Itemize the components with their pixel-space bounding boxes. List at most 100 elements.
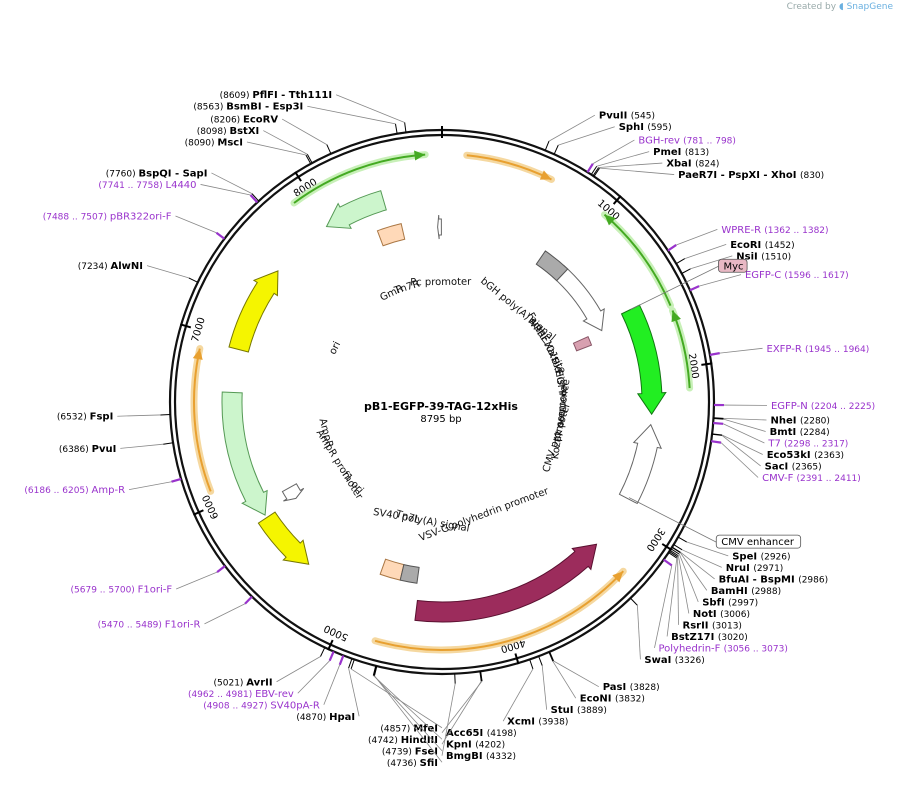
site-leader (636, 605, 641, 660)
scale-tick (514, 653, 520, 665)
site-name: FspI (90, 412, 114, 423)
site-leader (553, 660, 599, 688)
site-label: (7741 .. 7758) L4440 (98, 180, 196, 191)
site-tick (592, 167, 599, 177)
site-label: (4857) MfeI (380, 723, 438, 734)
site-leader (720, 442, 759, 478)
site-label: (8090) MscI (185, 138, 243, 149)
feature-pc-promoter (437, 214, 442, 240)
site-name: Eco53kI (767, 450, 814, 461)
site-coord: (824) (695, 160, 719, 170)
site-tick (529, 659, 534, 670)
site-label: CMV-F (2391 .. 2411) (762, 473, 861, 484)
site-name: F1ori-R (165, 619, 201, 630)
site-tick (394, 123, 398, 134)
site-leader (721, 435, 761, 467)
orf-glow (600, 211, 675, 310)
site-label: XcmI (3938) (507, 717, 568, 728)
site-name: PvuII (599, 111, 631, 122)
site-coord: (5021) (214, 678, 247, 688)
site-tick (306, 154, 313, 164)
site-label: BstZ17I (3020) (671, 632, 748, 643)
site-coord: (8090) (185, 139, 218, 149)
site-name: T7 (767, 438, 784, 449)
site-label: EcoRI (1452) (730, 240, 794, 251)
site-label: SacI (2365) (765, 461, 822, 472)
site-label: (6532) FspI (57, 412, 113, 423)
site-label: KpnI (4202) (446, 740, 505, 751)
site-name: Polyhedrin-F (658, 643, 723, 654)
orf-arc (374, 570, 625, 651)
site-leader (677, 556, 679, 625)
site-label: EcoNI (3832) (580, 694, 645, 705)
site-name: XbaI (666, 159, 695, 170)
site-label: T7 (2298 .. 2317) (767, 438, 848, 449)
site-tick (372, 665, 377, 676)
site-name: EcoRI (730, 240, 765, 251)
orf-arrowhead (612, 571, 624, 583)
site-name: HpaI (329, 712, 355, 723)
feature-wpre (552, 264, 605, 332)
site-label: SbfI (2997) (702, 597, 758, 608)
orf-arc (193, 348, 212, 492)
site-leader (596, 151, 650, 167)
site-leader (348, 668, 360, 717)
site-leader (721, 434, 763, 455)
site-name: EGFP-N (771, 401, 811, 412)
site-tick (712, 433, 723, 436)
scale-tick (327, 639, 334, 651)
site-tick (667, 244, 677, 252)
site-coord: (4857) (380, 724, 413, 734)
site-tick (670, 548, 680, 555)
site-leader (441, 683, 456, 756)
site-name: BGH-rev (638, 136, 683, 147)
site-coord: (2926) (761, 552, 791, 562)
scale-tick (612, 195, 622, 205)
site-tick (326, 144, 332, 154)
site-leader (441, 680, 483, 733)
site-label: (4736) SfiI (387, 758, 438, 769)
site-leader (686, 541, 729, 557)
site-leader (276, 656, 321, 683)
plasmid-size: 8795 bp (420, 414, 461, 425)
site-name: MscI (217, 138, 243, 149)
feature-label: VSV-G polyhedrin promoter (418, 486, 551, 544)
site-label: (5470 .. 5489) F1ori-R (98, 619, 201, 630)
site-tick (338, 655, 345, 666)
site-leader (723, 417, 767, 421)
orf-glow (669, 307, 694, 392)
credit-prefix: Created by (786, 2, 837, 12)
site-leader (719, 347, 763, 354)
site-coord: (830) (800, 171, 824, 181)
feature-ampr (221, 391, 268, 516)
feature-label: EGFP (553, 370, 568, 397)
site-tick (538, 656, 543, 666)
site-name: EcoNI (580, 694, 615, 705)
scale-tick-label: 3000 (644, 526, 667, 553)
site-coord: (3006) (720, 610, 750, 620)
scale-tick-label: 7000 (190, 316, 208, 344)
boxed-label-leader (630, 265, 719, 310)
site-tick (713, 417, 724, 419)
site-label: (4962 .. 4981) EBV-rev (188, 689, 294, 700)
site-name: BspQI - SapI (139, 168, 208, 179)
site-label: (8563) BsmBI - Esp3I (193, 102, 303, 113)
orf-arrowhead (671, 310, 681, 323)
site-coord: (8563) (193, 103, 226, 113)
site-tick (328, 651, 335, 662)
scale-tick (192, 509, 204, 516)
feature-ampr-promoter (281, 483, 305, 502)
site-tick (373, 665, 377, 676)
site-label: (6186 .. 6205) Amp-R (24, 485, 125, 496)
site-tick (320, 647, 326, 657)
site-name: SacI (765, 461, 792, 472)
site-label: SwaI (3326) (644, 655, 704, 666)
site-label: NsiI (1510) (736, 251, 791, 262)
site-label: (7234) AlwNI (78, 261, 143, 272)
site-label: EGFP-C (1596 .. 1617) (745, 270, 849, 281)
site-name: AlwNI (111, 261, 144, 272)
site-coord: (3056 .. 3073) (724, 644, 788, 654)
site-tick (373, 665, 378, 676)
scale-tick (294, 171, 302, 182)
